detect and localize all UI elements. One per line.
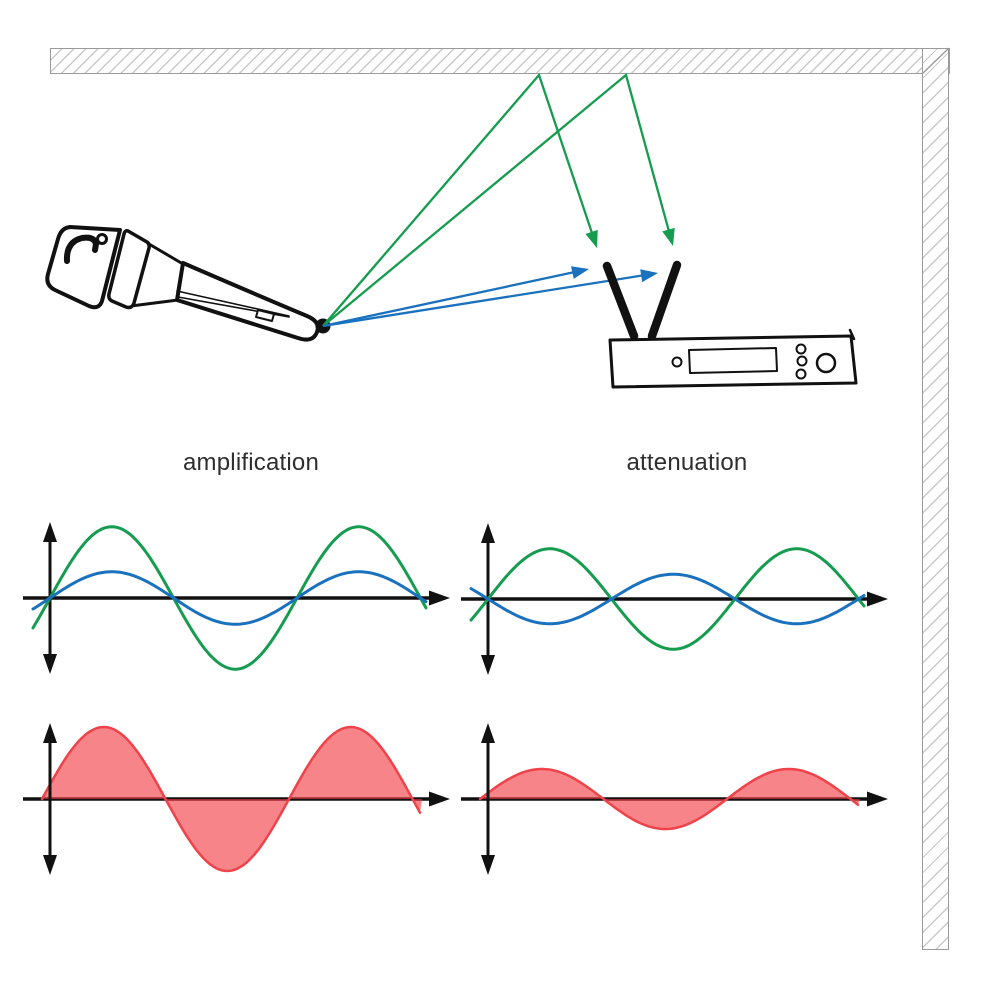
- direct-signal-wave: [31, 570, 428, 626]
- ceiling-wall-miter-line: [921, 47, 950, 75]
- x-axis-arrowhead: [867, 791, 888, 807]
- reflected-path-arrow-line: [322, 72, 595, 327]
- y-axis-arrowhead-down: [43, 654, 57, 674]
- y-axis-arrowhead-up: [481, 723, 495, 743]
- receiver-button-1: [795, 343, 807, 355]
- direct-signal-wave: [469, 572, 866, 626]
- antenna-left: [602, 261, 639, 341]
- amplification-signals-plot: [23, 522, 450, 674]
- wave-plots-layer: [23, 522, 888, 875]
- ceiling-hatched-bar: [50, 48, 950, 74]
- receiver-button-3: [795, 368, 807, 380]
- attenuation-signals-plot: [461, 523, 888, 675]
- direct-path-arrow: [322, 266, 589, 328]
- x-axis-arrowhead: [429, 590, 450, 606]
- direct-path-arrow-arrowhead: [640, 269, 658, 283]
- reflected-path-arrow: [322, 72, 675, 327]
- attenuation-label: attenuation: [626, 449, 748, 476]
- y-axis-arrowhead-down: [43, 855, 57, 875]
- microphone-body: [175, 261, 320, 342]
- receiver-corner-stroke: [848, 328, 856, 341]
- x-axis-arrowhead: [867, 591, 888, 607]
- x-axis-arrowhead: [429, 791, 450, 807]
- combined-signal-area: [480, 769, 860, 829]
- microphone-illustration: [45, 225, 320, 342]
- direct-path-arrow-line: [322, 273, 646, 328]
- direct-path-arrow-line: [322, 270, 577, 328]
- y-axis-arrowhead-up: [43, 522, 57, 542]
- y-axis-arrowhead-up: [481, 523, 495, 543]
- receiver-button-2: [796, 355, 808, 367]
- attenuation-sum-plot: [461, 723, 888, 875]
- antenna-right: [647, 260, 682, 341]
- direct-path-arrow: [322, 269, 658, 328]
- y-axis-arrowhead-up: [43, 723, 57, 743]
- amplification-label: amplification: [183, 449, 319, 476]
- receiver-illustration: [602, 260, 858, 389]
- combined-signal-outline: [478, 767, 860, 831]
- signal-rays-layer: [322, 72, 675, 328]
- combined-signal-outline: [40, 725, 422, 873]
- microphone-head: [45, 225, 122, 310]
- direct-path-arrow-arrowhead: [571, 266, 589, 279]
- amplification-sum-plot: [23, 723, 450, 875]
- y-axis-arrowhead-down: [481, 655, 495, 675]
- microphone-ring-band: [107, 229, 151, 310]
- microphone-switch: [255, 309, 275, 322]
- y-axis-arrowhead-down: [481, 855, 495, 875]
- receiver-led: [671, 356, 683, 368]
- combined-signal-area: [42, 727, 422, 871]
- microphone-head-dot: [96, 233, 108, 245]
- receiver-display: [688, 347, 778, 374]
- reflected-signal-wave: [31, 525, 428, 671]
- reflected-path-arrow-line: [322, 72, 671, 327]
- wall-hatched-bar: [922, 48, 949, 950]
- reflected-path-arrow-arrowhead: [662, 227, 675, 246]
- reflected-path-arrow: [322, 72, 598, 327]
- microphone-head-highlight: [63, 234, 99, 264]
- reflected-path-arrow-arrowhead: [585, 229, 598, 248]
- receiver-knob: [815, 352, 837, 374]
- reflected-signal-wave: [469, 547, 866, 651]
